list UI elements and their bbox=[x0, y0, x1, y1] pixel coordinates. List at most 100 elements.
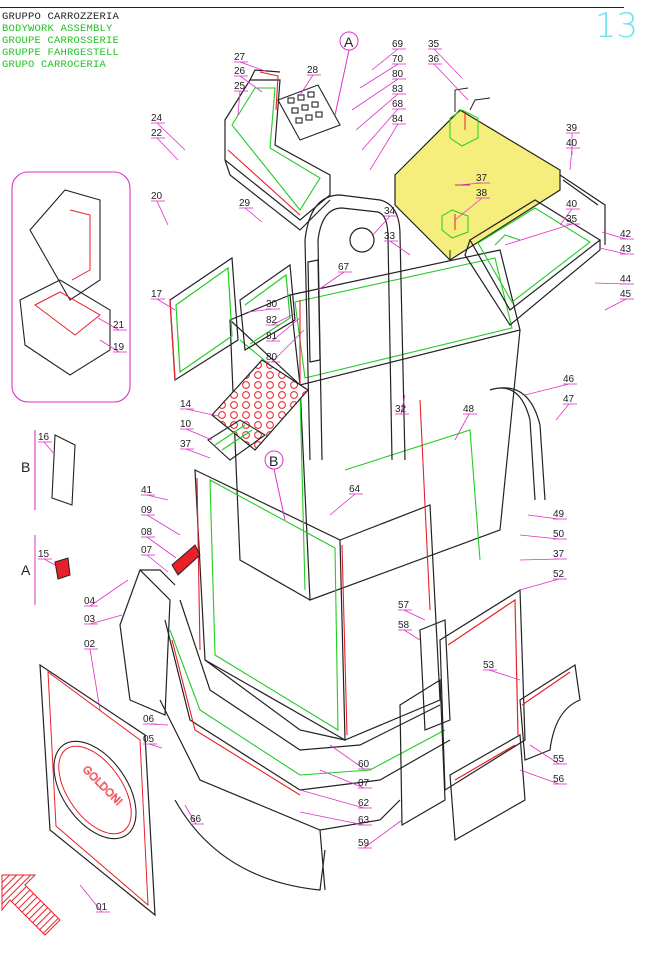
callout-c48: 48 bbox=[454, 404, 477, 441]
leader-line bbox=[529, 744, 560, 765]
side-panel-59 bbox=[399, 678, 446, 827]
leader-line bbox=[299, 74, 314, 96]
leader-line bbox=[371, 48, 399, 71]
callout-c16: 16 bbox=[38, 432, 56, 456]
callout-c45: 45 bbox=[604, 289, 634, 311]
callout-number: 03 bbox=[84, 614, 96, 625]
callout-c70: 70 bbox=[359, 54, 406, 89]
callout-number: 83 bbox=[392, 84, 404, 95]
callout-c67: 67 bbox=[317, 262, 352, 291]
callout-c41: 41 bbox=[141, 485, 169, 501]
title-german: GRUPPE FAHRGESTELL bbox=[2, 47, 120, 59]
callout-c17: 17 bbox=[151, 289, 176, 311]
callout-number: 37 bbox=[553, 549, 565, 560]
callout-number: 49 bbox=[553, 509, 565, 520]
callout-c14: 14 bbox=[180, 399, 219, 417]
callout-number: 33 bbox=[384, 231, 396, 242]
leader-line bbox=[524, 383, 570, 396]
callout-number: 24 bbox=[151, 113, 163, 124]
header-rule bbox=[0, 7, 624, 8]
callout-number: 19 bbox=[113, 342, 125, 353]
leader-line bbox=[156, 122, 186, 151]
callout-c42: 42 bbox=[601, 229, 634, 240]
leader-line bbox=[519, 558, 560, 561]
callout-number: 45 bbox=[620, 289, 632, 300]
callout-c34: 34 bbox=[371, 206, 398, 237]
callout-number: 48 bbox=[463, 404, 475, 415]
callout-c64: 64 bbox=[329, 484, 363, 516]
callout-c20: 20 bbox=[151, 191, 169, 226]
callout-c66: 66 bbox=[184, 804, 204, 825]
floor-mat bbox=[211, 359, 309, 451]
leader-line bbox=[89, 614, 123, 625]
leader-line bbox=[146, 536, 177, 559]
leader-line bbox=[363, 819, 403, 849]
leader-line bbox=[89, 579, 129, 607]
callout-c33: 33 bbox=[384, 231, 411, 256]
roof-canopy-highlight bbox=[394, 87, 562, 261]
callout-c37b: 37 bbox=[180, 439, 211, 459]
leader-line bbox=[184, 804, 197, 825]
callout-c03: 03 bbox=[84, 614, 123, 625]
callout-number: 14 bbox=[180, 399, 192, 410]
callout-number: 42 bbox=[620, 229, 632, 240]
callout-number: 20 bbox=[151, 191, 163, 202]
engine-hood: GOLDONI bbox=[39, 663, 156, 917]
callout-number: 21 bbox=[113, 320, 125, 331]
callout-number: 02 bbox=[84, 639, 96, 650]
callout-c24: 24 bbox=[151, 113, 186, 151]
main-frame bbox=[164, 249, 521, 791]
leader-line bbox=[185, 428, 213, 441]
callout-number: 30 bbox=[266, 299, 278, 310]
callout-number: 66 bbox=[190, 814, 202, 825]
callout-number: 53 bbox=[483, 660, 495, 671]
callout-number: 80 bbox=[392, 69, 404, 80]
callout-c49: 49 bbox=[527, 509, 567, 520]
callout-c47: 47 bbox=[555, 394, 577, 421]
leader-line bbox=[400, 394, 406, 415]
callout-number: 17 bbox=[151, 289, 163, 300]
callout-number: 41 bbox=[141, 485, 153, 496]
title-spanish: GRUPO CARROCERIA bbox=[2, 59, 107, 71]
callout-number: 04 bbox=[84, 596, 96, 607]
rear-fender-55 bbox=[519, 663, 581, 761]
callout-c27: 27 bbox=[234, 52, 269, 73]
callout-number: 35 bbox=[428, 39, 440, 50]
callout-labels: 2726252869708083688435363738394040354243… bbox=[38, 39, 634, 913]
callout-number: 62 bbox=[358, 798, 370, 809]
callout-c26: 26 bbox=[234, 66, 263, 93]
callout-number: 70 bbox=[392, 54, 404, 65]
callout-c55: 55 bbox=[529, 744, 567, 765]
leader-line bbox=[488, 669, 521, 681]
callout-c83: 83 bbox=[355, 84, 406, 131]
callout-number: 84 bbox=[392, 114, 404, 125]
callout-c46: 46 bbox=[524, 374, 577, 396]
seat-assembly bbox=[224, 69, 331, 231]
leader-line bbox=[237, 90, 241, 116]
callout-number: 57 bbox=[398, 600, 410, 611]
leader-line bbox=[239, 61, 269, 73]
detail-b-part bbox=[34, 430, 76, 510]
lower-skirt bbox=[159, 699, 401, 891]
callout-c25: 25 bbox=[234, 81, 248, 116]
leader-line bbox=[299, 789, 365, 809]
main-frame-green bbox=[169, 257, 513, 776]
callout-c01: 01 bbox=[79, 884, 110, 913]
seat-detail-inset bbox=[11, 171, 131, 403]
callout-number: 50 bbox=[553, 529, 565, 540]
callout-number: 09 bbox=[141, 505, 153, 516]
leader-line bbox=[244, 207, 263, 223]
callout-c07a: 07 bbox=[141, 545, 169, 573]
callout-number: 37 bbox=[476, 173, 488, 184]
front-panel-03 bbox=[119, 568, 176, 716]
detail-marker-a: A bbox=[334, 31, 359, 116]
leader-line bbox=[389, 240, 411, 256]
callout-number: 35 bbox=[566, 214, 578, 225]
callout-c19: 19 bbox=[99, 339, 127, 353]
callout-c81: 81 bbox=[266, 317, 301, 342]
callout-number: 22 bbox=[151, 128, 163, 139]
callout-c07b: 07 bbox=[319, 769, 372, 789]
callout-c56: 56 bbox=[519, 769, 567, 785]
leader-line bbox=[433, 63, 469, 101]
callout-c37a: 37 bbox=[457, 173, 490, 186]
